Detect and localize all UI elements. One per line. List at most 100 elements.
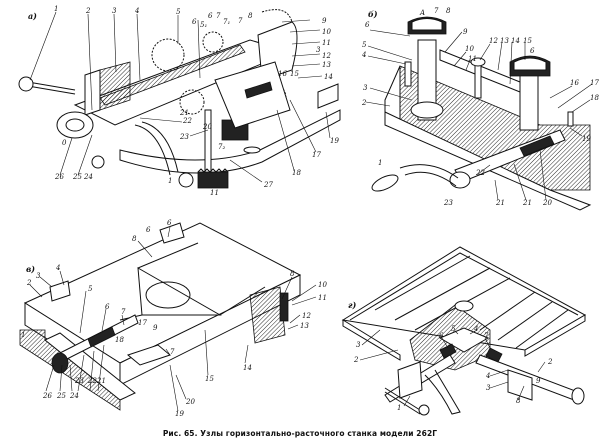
screw-nut-right bbox=[485, 347, 503, 363]
callout-21: 21 bbox=[97, 377, 106, 385]
handle-ball bbox=[418, 404, 430, 416]
drawing-v bbox=[19, 222, 317, 412]
block-left bbox=[397, 361, 423, 399]
panel-label-g: г) bbox=[348, 300, 357, 310]
callout-4: 4 bbox=[474, 325, 479, 333]
handle-1-edge bbox=[384, 391, 421, 415]
callout-10: 10 bbox=[465, 45, 474, 53]
callout-11: 11 bbox=[468, 55, 477, 63]
leader-lines-b bbox=[365, 29, 593, 201]
callout-1: 1 bbox=[21, 331, 26, 339]
lever-ball-lower bbox=[178, 172, 194, 188]
callout-7-2: 7₂ bbox=[218, 143, 226, 151]
gear-5 bbox=[151, 38, 185, 72]
lever-ball-small bbox=[91, 155, 105, 169]
callout-26: 26 bbox=[43, 392, 52, 400]
leader-lines-g bbox=[359, 329, 546, 407]
panel-label-v: в) bbox=[26, 264, 36, 274]
callout-15: 15 bbox=[290, 70, 299, 78]
table-side-right bbox=[524, 314, 586, 357]
block-right bbox=[507, 369, 533, 401]
callout-24: 24 bbox=[70, 392, 79, 400]
callout-A: A bbox=[420, 9, 426, 17]
callout-7: 7 bbox=[434, 7, 439, 15]
panel-g-rotary-table: г) 3 2 5 4 6 7 1 4 3 2 8 9 bbox=[340, 220, 600, 425]
callout-19: 19 bbox=[582, 135, 591, 143]
drawing-b bbox=[365, 16, 593, 211]
panel-b-clamping-mechanism: б) A 7 8 6 5 4 9 10 11 12 13 14 15 6 16 … bbox=[350, 0, 600, 215]
callout-8: 8 bbox=[248, 12, 253, 20]
callout-26: 26 bbox=[55, 173, 64, 181]
callout-6-top-b: 6 bbox=[146, 226, 151, 234]
callout-8: 8 bbox=[132, 235, 137, 243]
callout-2: 2 bbox=[362, 99, 367, 107]
callout-22: 22 bbox=[88, 377, 97, 385]
figure-caption: Рис. 65. Узлы горизонтально-расточного с… bbox=[162, 429, 438, 438]
bolt-4 bbox=[404, 61, 412, 87]
bracket-19 bbox=[317, 83, 339, 109]
callout-7a: 7 bbox=[216, 12, 221, 20]
cap-left-inner bbox=[411, 18, 443, 31]
leader-lines-v bbox=[29, 226, 317, 412]
lower-lever-edge bbox=[141, 121, 179, 173]
base-plate bbox=[119, 109, 341, 174]
callout-1b: 1 bbox=[168, 177, 173, 185]
callout-18: 18 bbox=[115, 336, 124, 344]
callout-5: 5 bbox=[88, 285, 93, 293]
callout-23: 23 bbox=[444, 199, 453, 207]
callout-3: 3 bbox=[36, 272, 41, 280]
gear-6 bbox=[202, 31, 224, 53]
link-14 bbox=[219, 286, 266, 316]
callout-21a: 21 bbox=[496, 199, 505, 207]
screw-nut bbox=[87, 326, 116, 348]
callout-15: 15 bbox=[205, 375, 214, 383]
callout-23: 23 bbox=[180, 133, 189, 141]
callout-25: 25 bbox=[57, 392, 66, 400]
callout-5-1: 5₁ bbox=[200, 21, 208, 29]
callout-21b: 21 bbox=[523, 199, 532, 207]
gear-21 bbox=[179, 89, 205, 115]
callout-11: 11 bbox=[318, 294, 327, 302]
cap-right-inner bbox=[513, 57, 547, 71]
gear-stack-bottom bbox=[197, 168, 229, 189]
crank-arm-edge bbox=[404, 171, 457, 187]
callout-2: 2 bbox=[86, 7, 91, 15]
callout-3: 3 bbox=[112, 7, 117, 15]
callout-11: 11 bbox=[322, 39, 331, 47]
right-bracket-section bbox=[249, 286, 286, 344]
callout-9: 9 bbox=[536, 377, 541, 385]
callout-9: 9 bbox=[322, 17, 327, 25]
callout-3: 3 bbox=[363, 84, 368, 92]
arc-segment bbox=[424, 369, 461, 415]
callout-25: 25 bbox=[73, 173, 82, 181]
callout-5: 5 bbox=[451, 325, 456, 333]
callout-2: 2 bbox=[27, 279, 32, 287]
callout-11b: 11 bbox=[210, 189, 219, 197]
callout-20: 20 bbox=[203, 123, 212, 131]
leader-lines-a bbox=[29, 11, 331, 183]
callout-6: 6 bbox=[439, 332, 444, 340]
callout-17: 17 bbox=[138, 319, 147, 327]
crank-grip bbox=[371, 174, 399, 192]
circular-hole bbox=[145, 281, 191, 309]
lever-ball-1 bbox=[18, 76, 34, 92]
callout-19: 19 bbox=[330, 137, 339, 145]
callout-14: 14 bbox=[243, 364, 252, 372]
crank-arm bbox=[399, 164, 459, 179]
column-left-base bbox=[410, 101, 444, 119]
callout-6: 6 bbox=[105, 303, 110, 311]
callout-3b: 3 bbox=[316, 46, 321, 54]
callout-12: 12 bbox=[489, 37, 498, 45]
callout-19: 19 bbox=[175, 410, 184, 418]
callout-4b: 4 bbox=[486, 372, 491, 380]
callout-10: 10 bbox=[318, 281, 327, 289]
callout-24: 24 bbox=[84, 173, 93, 181]
callout-20: 20 bbox=[543, 199, 552, 207]
lower-lever bbox=[134, 124, 171, 176]
callout-1: 1 bbox=[54, 5, 59, 13]
callout-20: 20 bbox=[186, 398, 195, 406]
right-plunger bbox=[279, 292, 289, 322]
screw-end-right bbox=[571, 387, 585, 405]
callout-8: 8 bbox=[516, 397, 521, 405]
callout-2: 2 bbox=[354, 356, 359, 364]
